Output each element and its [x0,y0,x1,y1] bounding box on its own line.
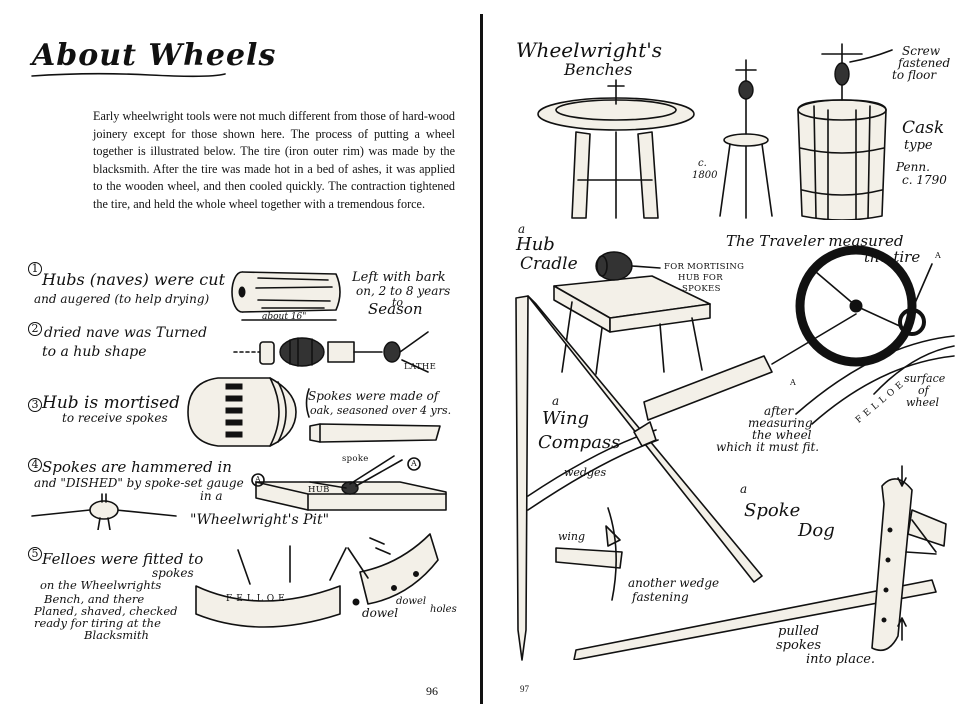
page-title: About Wheels [32,38,277,73]
step-2-text-b: to a hub shape [42,344,147,360]
spokes-note-1: Spokes were made of [308,389,439,403]
step-5-note-1: on the Wheelwrights [40,578,162,592]
penn-label-1: Penn. [896,160,930,174]
benches-illustration [537,43,893,220]
screw-note-3: to floor [892,68,937,82]
wing-compass-illustration [515,295,763,661]
after-measuring-3: the wheel [752,428,812,442]
another-wedge-1: another wedge [628,576,720,590]
step-5-note-5: Blacksmith [84,628,149,642]
step-1-text-b: and augered (to help drying) [34,292,210,306]
marker-a-left-1: A [255,475,262,484]
benches-title-2: Benches [564,60,633,79]
wheelwrights-pit-label: "Wheelwright's Pit" [190,512,330,528]
surface-of-wheel-2: of [918,384,929,397]
cask-label-2: type [904,138,933,153]
pulled-spokes-3: into place. [806,652,876,667]
wing-compass-1: Wing [542,408,590,429]
step-5-note-3: Planed, shaved, checked [34,604,178,618]
c1800-label-2: 1800 [692,170,718,181]
step-4-text-b: and "DISHED" by spoke-set gauge [34,476,244,490]
right-page-number: 97 [520,684,529,694]
screw-note-2: fastened [898,56,951,70]
benches-title-1: Wheelwright's [516,38,663,62]
spoke-dog-2: Dog [798,520,835,541]
step-1-number: 1 [28,262,42,276]
wing-compass-a: a [552,394,560,408]
step-3-text-b: to receive spokes [62,411,168,425]
spoke-label: spoke [342,454,369,464]
dished-spokes-illustration [31,493,177,530]
bark-note-4: Season [368,300,423,318]
left-page: About Wheels Early wheelwright tools wer… [0,0,478,720]
marker-a-right-2: A [790,378,797,387]
marker-a-right-1: A [935,251,942,260]
felloe-word: FELLOE [226,594,289,604]
spokes-note-bracket [305,388,310,418]
about-16-label: about 16" [262,312,307,322]
surface-of-wheel-3: wheel [906,396,940,409]
mortised-hub-illustration [187,377,297,447]
log-hub-illustration [231,271,341,321]
mortising-note-3: SPOKES [682,284,721,294]
step-2-text-a: dried nave was Turned [44,325,208,341]
hub-cradle-illustration [553,251,711,375]
marker-a-left-2: A [411,459,418,468]
right-page: Wheelwright's Benches Screw fastened to … [486,0,960,720]
wing-label: wing [558,530,586,543]
spoke-dog-1: Spoke [744,500,801,521]
pulled-spokes-1: pulled [778,624,820,639]
lathe-label: LATHE [404,362,437,372]
spokes-note-2: oak, seasoned over 4 yrs. [310,404,452,417]
spoke-blank-illustration [309,423,441,443]
title-underline [31,72,226,78]
step-4-text-c: in a [200,489,223,503]
another-wedge-2: fastening [632,590,689,604]
mortising-note-1: FOR MORTISING [664,262,745,272]
hub-cradle-a: a [518,222,526,236]
dowel-holes-1: dowel [396,596,427,607]
spoke-dog-illustration [573,465,947,660]
penn-label-2: c. 1790 [902,173,947,187]
step-4-number: 4 [28,458,42,472]
traveler-label-1: The Traveler measured [726,232,904,250]
surface-of-wheel-1: surface [904,372,946,385]
after-measuring-2: measuring [748,416,813,430]
bark-note-1: Left with bark [352,270,446,285]
step-4-text-a: Spokes are hammered in [42,458,232,476]
step-5-number: 5 [28,547,42,561]
pulled-spokes-2: spokes [776,638,822,653]
step-2-number: 2 [28,322,42,336]
hub-label: HUB [308,485,330,495]
after-measuring-1: after [764,404,794,418]
screw-note-1: Screw [902,44,941,58]
cask-label-1: Cask [902,118,945,138]
page-gutter [480,14,483,704]
step-5-note-2: Bench, and there [44,592,145,606]
mortising-note-2: HUB FOR [678,273,723,283]
step-5-text-a: Felloes were fitted to [42,550,204,568]
bark-note-2: on, 2 to 8 years [356,284,451,298]
after-measuring-4: which it must fit. [716,440,820,454]
spoke-dog-a: a [740,482,748,496]
hub-cradle-2: Cradle [520,254,578,274]
left-page-number: 96 [426,684,438,698]
wing-compass-2: Compass [538,432,621,453]
intro-paragraph: Early wheelwright tools were not much di… [93,109,455,211]
traveler-illustration [643,245,955,425]
step-3-number: 3 [28,398,42,412]
step-5-text-b: spokes [152,566,194,580]
bark-note-3: to [392,296,404,309]
felloe-illustration [195,533,439,628]
dowel-label: dowel [362,606,399,620]
c1800-label-1: c. [698,158,707,169]
lathe-hub-illustration [233,331,429,373]
dowel-holes-2: holes [430,604,457,615]
step-5-note-4: ready for tiring at the [34,616,161,630]
step-1-text-a: Hubs (naves) were cut [42,270,225,289]
wedges-label: wedges [564,466,607,479]
wheelwrights-pit-illustration [251,455,447,511]
step-3-text-a: Hub is mortised [42,393,181,413]
hub-cradle-1: Hub [516,234,555,255]
